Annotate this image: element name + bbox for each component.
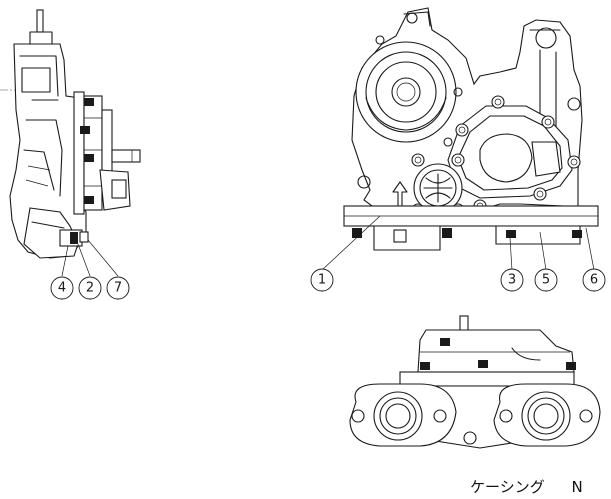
bottom-view-housing [349,315,601,449]
front-view-leaders [321,215,595,271]
callout-4: 4 [50,276,74,300]
side-view-callouts: 4 2 7 [50,276,130,300]
callout-1: 1 [310,268,334,292]
svg-text:2: 2 [86,281,94,296]
side-view-housing [0,9,141,259]
caption-code: N [571,478,583,496]
caption-title: ケーシング [470,478,545,496]
svg-text:6: 6 [590,273,598,288]
diagram-caption: ケーシング N [470,476,583,497]
callout-6: 6 [582,268,606,292]
callout-7: 7 [106,276,130,300]
svg-text:4: 4 [58,281,66,296]
callout-3: 3 [500,268,524,292]
side-view-leaders [61,239,119,277]
svg-text:1: 1 [318,273,326,288]
front-view-housing [343,7,599,251]
callout-5: 5 [534,268,558,292]
callout-2: 2 [78,276,102,300]
svg-text:5: 5 [542,273,550,288]
front-view-callouts: 1 3 5 6 [310,268,606,292]
svg-text:3: 3 [508,273,516,288]
svg-text:7: 7 [114,281,122,296]
